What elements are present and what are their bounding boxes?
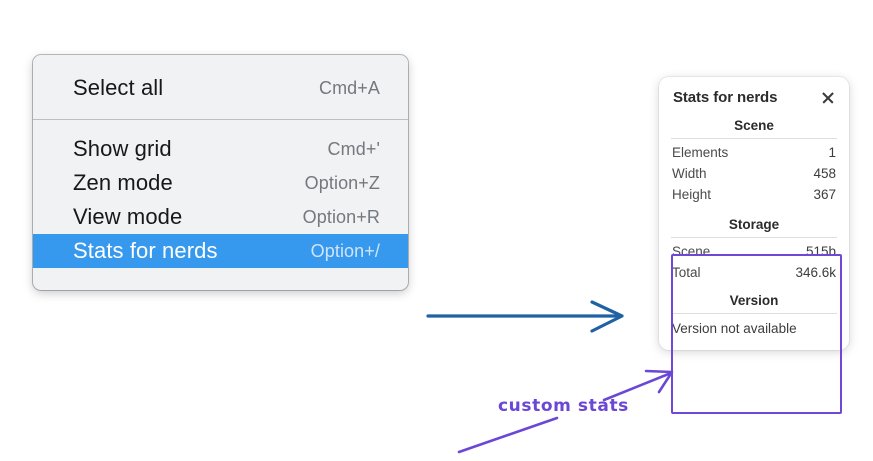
- stats-section-heading-scene: Scene: [734, 118, 774, 133]
- menu-item-label: View mode: [73, 204, 183, 229]
- menu-item-shortcut: Cmd+': [327, 138, 380, 159]
- stats-row-key: Scene: [672, 244, 711, 259]
- divider: [671, 237, 837, 238]
- menu-item-label: Zen mode: [73, 170, 173, 195]
- stats-section-heading-storage: Storage: [728, 217, 780, 232]
- stats-for-nerds-panel[interactable]: Stats for nerds Scene Elements 1 Width 4…: [659, 77, 849, 350]
- menu-item-shortcut: Cmd+A: [318, 77, 380, 98]
- stats-row-value: 458: [813, 166, 836, 181]
- custom-stats-annotation-label: custom stats: [498, 396, 629, 416]
- stats-row-key: Height: [672, 187, 712, 202]
- canvas-context-menu[interactable]: Select all Cmd+A Show grid Cmd+' Zen mod…: [33, 55, 408, 290]
- menu-item-label: Show grid: [73, 136, 172, 161]
- custom-stats-underline-stroke: [457, 416, 559, 454]
- menu-section-view: Show grid Cmd+' Zen mode Option+Z View m…: [33, 120, 408, 290]
- stats-row-width: Width 458: [671, 163, 837, 184]
- menu-item-zen-mode[interactable]: Zen mode Option+Z: [33, 166, 408, 200]
- flow-arrow-blue: [426, 300, 624, 333]
- stats-panel-header: Stats for nerds: [659, 87, 849, 106]
- divider: [671, 138, 837, 139]
- stats-row-value: 346.6k: [795, 265, 836, 280]
- stats-row-storage-scene: Scene 515b: [671, 241, 837, 262]
- menu-section-general: Select all Cmd+A: [33, 55, 408, 119]
- menu-item-label: Select all: [73, 75, 164, 100]
- stats-row-storage-total: Total 346.6k: [671, 262, 837, 283]
- stats-row-elements: Elements 1: [671, 142, 837, 163]
- menu-item-stats-for-nerds[interactable]: Stats for nerds Option+/: [33, 234, 408, 268]
- menu-bottom-padding: [33, 268, 408, 290]
- stats-row-key: Width: [672, 166, 707, 181]
- menu-item-shortcut: Option+R: [302, 206, 380, 227]
- menu-item-show-grid[interactable]: Show grid Cmd+': [33, 132, 408, 166]
- stats-row-height: Height 367: [671, 184, 837, 205]
- stats-section-heading-version: Version: [729, 293, 779, 308]
- stats-row-key: Total: [672, 265, 701, 280]
- stats-panel-title: Stats for nerds: [673, 89, 778, 106]
- menu-item-select-all[interactable]: Select all Cmd+A: [33, 71, 408, 105]
- stats-panel-body: Scene Elements 1 Width 458 Height 367 St…: [659, 118, 849, 338]
- stats-row-value: 367: [813, 187, 836, 202]
- stats-row-value: 515b: [805, 244, 836, 259]
- stats-version-note: Version not available: [672, 321, 797, 336]
- stats-row-key: Elements: [672, 145, 729, 160]
- menu-item-label: Stats for nerds: [73, 238, 218, 263]
- menu-item-shortcut: Option+Z: [304, 172, 380, 193]
- divider: [671, 313, 837, 314]
- menu-separator: [33, 119, 408, 120]
- close-icon[interactable]: [820, 90, 836, 106]
- stats-row-value: 1: [828, 145, 836, 160]
- menu-item-view-mode[interactable]: View mode Option+R: [33, 200, 408, 234]
- menu-item-shortcut: Option+/: [310, 240, 380, 261]
